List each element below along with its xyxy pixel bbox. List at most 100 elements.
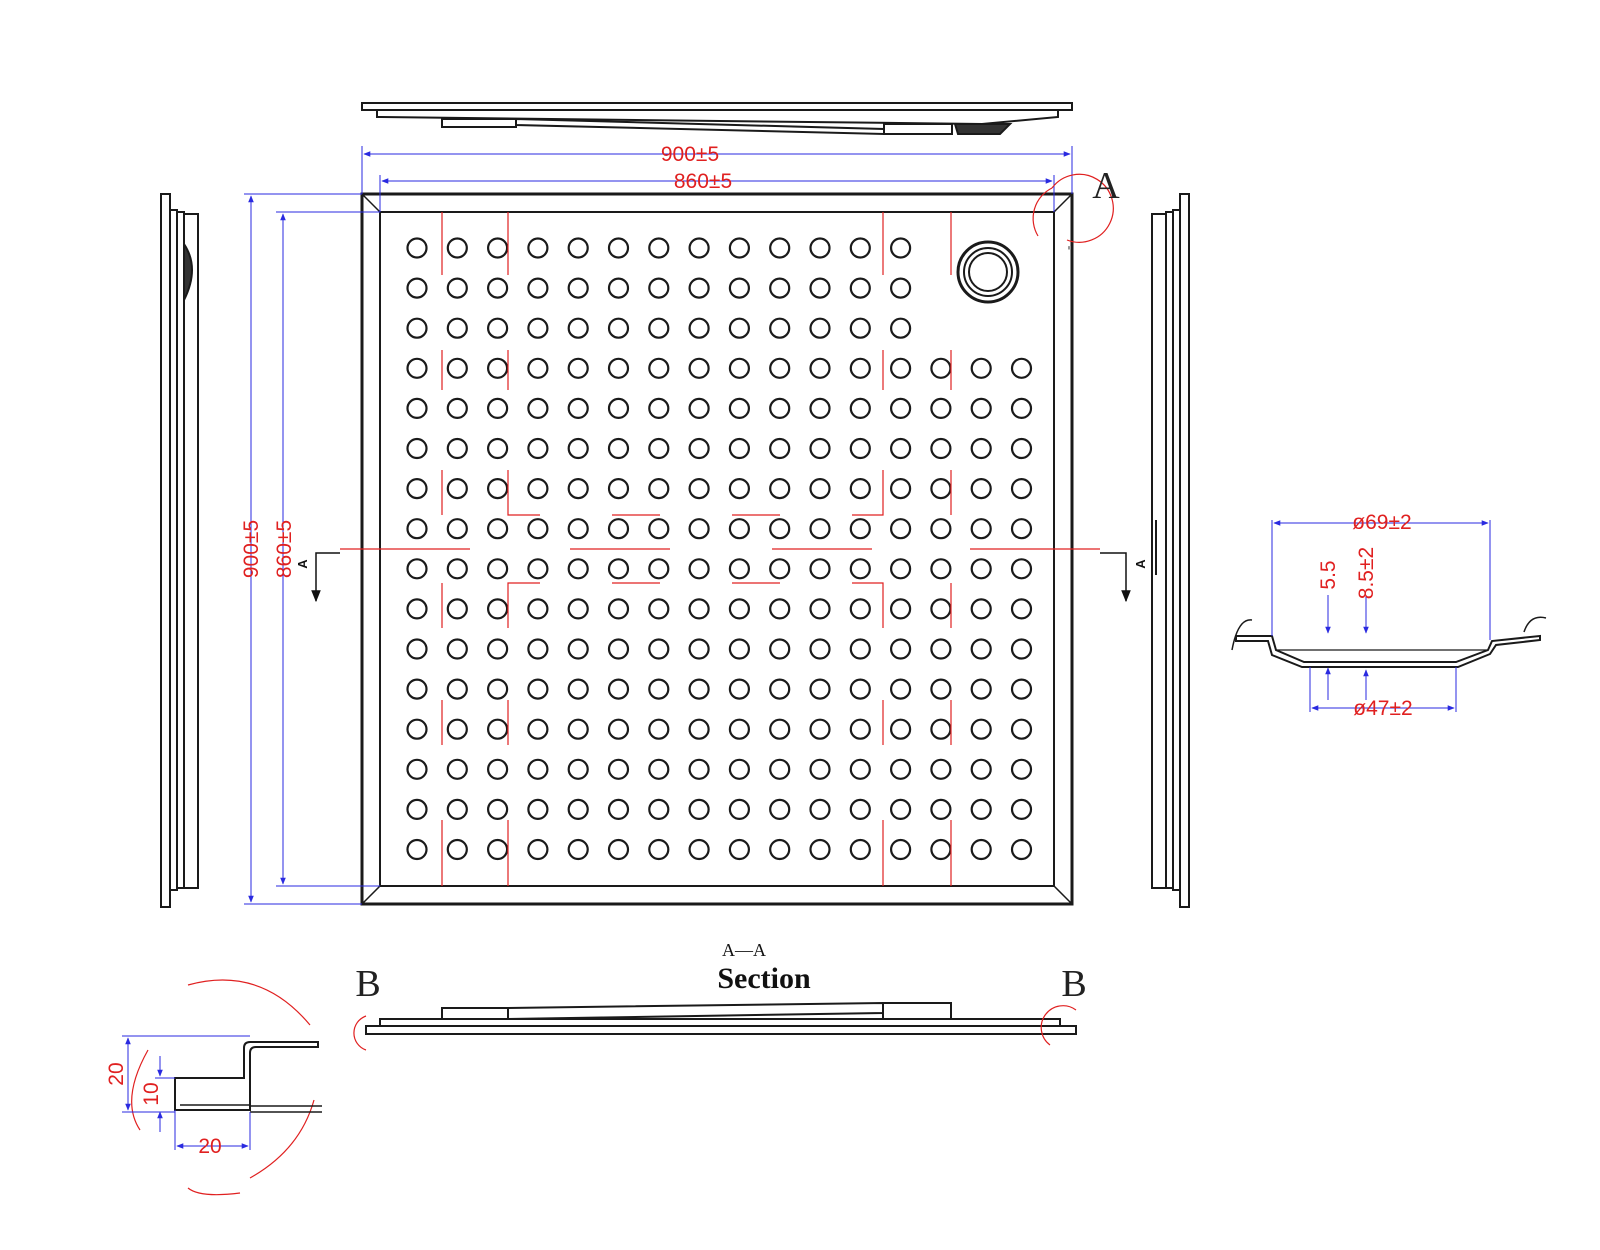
anti-slip-dot: [889, 397, 912, 419]
anti-slip-dot: [688, 397, 710, 419]
anti-slip-dot: [889, 437, 912, 460]
anti-slip-dot: [1010, 718, 1033, 740]
anti-slip-dot: [648, 758, 670, 780]
anti-slip-dot: [930, 798, 952, 821]
anti-slip-dot: [769, 558, 791, 580]
anti-slip-dot: [648, 277, 670, 299]
anti-slip-dot: [607, 838, 630, 861]
anti-slip-dot: [809, 357, 831, 379]
anti-slip-dot: [648, 718, 670, 740]
anti-slip-dot: [567, 798, 589, 821]
rim-height-label: 20: [105, 1062, 128, 1085]
tray-plan-view: ≡: [360, 192, 1074, 906]
anti-slip-dot: [889, 838, 912, 861]
anti-slip-dot: [527, 397, 549, 419]
anti-slip-dot: [487, 277, 509, 299]
anti-slip-dot: [930, 478, 952, 500]
outlet-step-depth-label: 5.5: [1317, 560, 1340, 589]
anti-slip-dot: [527, 357, 549, 379]
anti-slip-dot: [809, 237, 831, 259]
anti-slip-dot: [930, 678, 952, 700]
anti-slip-dot: [809, 317, 831, 339]
anti-slip-dot: [406, 798, 428, 821]
anti-slip-dot: [930, 558, 952, 580]
anti-slip-dot: [648, 558, 670, 580]
anti-slip-dot: [688, 437, 710, 460]
section-view-title: Section: [717, 962, 811, 995]
anti-slip-dot: [567, 758, 589, 780]
anti-slip-dot: [889, 478, 912, 500]
anti-slip-dot: [406, 598, 428, 620]
anti-slip-dot: [648, 437, 670, 460]
anti-slip-dot: [446, 678, 468, 700]
anti-slip-dot: [849, 518, 871, 540]
rim-detail-view: 20 10 20: [105, 979, 322, 1196]
detail-marker-a: A: [1092, 165, 1120, 207]
anti-slip-dot: [446, 357, 468, 379]
anti-slip-dot: [849, 397, 871, 419]
anti-slip-dot: [970, 598, 992, 620]
anti-slip-dot: [769, 237, 791, 259]
anti-slip-dot: [970, 397, 992, 419]
anti-slip-dot: [607, 718, 630, 740]
overall-width-dimension: 900±5: [361, 143, 1073, 194]
anti-slip-dot: [487, 518, 509, 540]
anti-slip-dot: [970, 478, 992, 500]
anti-slip-dot: [809, 518, 831, 540]
anti-slip-dot: [446, 758, 468, 780]
anti-slip-dot: [769, 638, 791, 660]
anti-slip-dot: [406, 718, 428, 740]
anti-slip-dot: [607, 478, 630, 500]
anti-slip-dot: [648, 518, 670, 540]
anti-slip-dot: [688, 638, 710, 660]
anti-slip-dot: [406, 317, 428, 339]
anti-slip-dot: [688, 798, 710, 821]
anti-slip-dot: [849, 598, 871, 620]
anti-slip-dot: [446, 798, 468, 821]
anti-slip-dot: [769, 798, 791, 821]
anti-slip-dot: [527, 598, 549, 620]
anti-slip-dot: [648, 357, 670, 379]
outlet-inner-diameter-label: ø47±2: [1353, 697, 1412, 720]
anti-slip-dot: [487, 397, 509, 419]
anti-slip-dot: [567, 478, 589, 500]
anti-slip-dot: [849, 277, 871, 299]
anti-slip-dot: [728, 758, 751, 780]
anti-slip-dot: [930, 397, 952, 419]
anti-slip-dot: [567, 598, 589, 620]
anti-slip-dot: [567, 558, 589, 580]
anti-slip-dot: [487, 838, 509, 861]
anti-slip-dot: [527, 317, 549, 339]
anti-slip-dot: [1010, 798, 1033, 821]
anti-slip-dot: [487, 718, 509, 740]
anti-slip-dot: [930, 357, 952, 379]
anti-slip-dot: [809, 638, 831, 660]
anti-slip-dot: [607, 237, 630, 259]
anti-slip-dot: [446, 397, 468, 419]
anti-slip-dot: [930, 718, 952, 740]
anti-slip-dot: [728, 437, 751, 460]
anti-slip-dot: [970, 638, 992, 660]
anti-slip-dot: [1010, 638, 1033, 660]
anti-slip-dot: [769, 518, 791, 540]
anti-slip-dot: [930, 838, 952, 861]
inner-width-dimension: 860±5: [379, 170, 1055, 212]
anti-slip-dot: [889, 317, 912, 339]
anti-slip-dot: [446, 237, 468, 259]
anti-slip-dot: [849, 317, 871, 339]
anti-slip-dot: [728, 558, 751, 580]
anti-slip-dot: [446, 638, 468, 660]
anti-slip-dot: [889, 518, 912, 540]
anti-slip-dot-grid: [406, 237, 1033, 861]
anti-slip-dot: [728, 518, 751, 540]
anti-slip-dot: [809, 838, 831, 861]
anti-slip-dot: [809, 437, 831, 460]
anti-slip-dot: [849, 558, 871, 580]
anti-slip-dot: [648, 678, 670, 700]
anti-slip-dot: [849, 478, 871, 500]
anti-slip-dot: [1010, 598, 1033, 620]
anti-slip-dot: [970, 838, 992, 861]
anti-slip-dot: [607, 638, 630, 660]
anti-slip-dot: [446, 598, 468, 620]
